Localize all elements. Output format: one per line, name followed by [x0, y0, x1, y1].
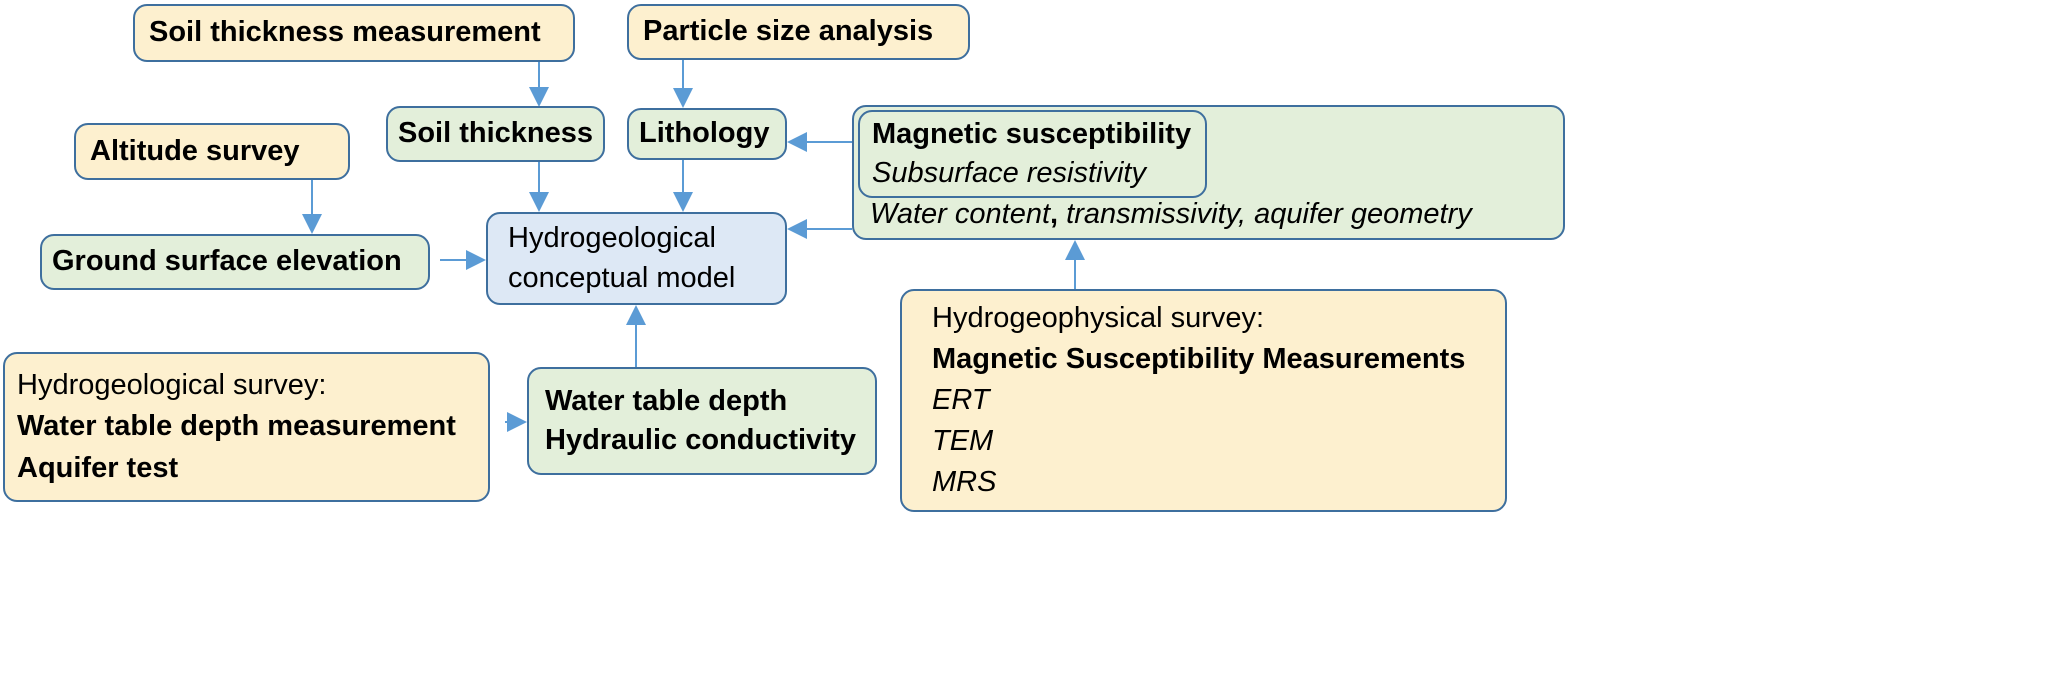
node-label: transmissivity, aquifer geometry [1058, 197, 1472, 230]
node-label: Soil thickness [398, 117, 594, 150]
node-label: Subsurface resistivity [872, 157, 1146, 189]
node-title: Hydrogeological survey: [17, 369, 327, 402]
lithology-node: Lithology [627, 108, 787, 160]
node-label: Soil thickness measurement [149, 16, 541, 49]
node-item: Magnetic Susceptibility Measurements [932, 342, 1466, 375]
node-label: Hydrogeological [508, 222, 716, 255]
node-item: TEM [932, 425, 994, 458]
node-label: Hydraulic conductivity [545, 424, 857, 456]
ground-surface-elevation-node: Ground surface elevation [40, 234, 430, 290]
node-label: Lithology [639, 117, 770, 150]
water-content-line: Water content, transmissivity, aquifer g… [870, 195, 1547, 234]
node-item: MRS [932, 466, 997, 499]
node-title: Hydrogeophysical survey: [932, 301, 1265, 334]
conceptual-model-node: Hydrogeological conceptual model [486, 212, 787, 305]
soil-thickness-measurement-node: Soil thickness measurement [133, 4, 575, 62]
node-label: Ground surface elevation [52, 245, 402, 278]
soil-thickness-node: Soil thickness [386, 106, 606, 162]
hydrogeophysical-survey-node: Hydrogeophysical survey: Magnetic Suscep… [900, 289, 1507, 512]
node-label: Water table depth [545, 384, 788, 417]
node-item: Aquifer test [17, 451, 179, 484]
water-table-node: Water table depth Hydraulic conductivity [527, 367, 877, 475]
node-item: ERT [932, 383, 990, 416]
node-label: Altitude survey [90, 134, 300, 167]
magnetic-susceptibility-node: Magnetic susceptibility Subsurface resis… [858, 110, 1208, 198]
particle-size-analysis-node: Particle size analysis [627, 4, 970, 60]
node-label: Particle size analysis [643, 15, 934, 48]
node-item: Water table depth measurement [17, 410, 456, 443]
node-label: Magnetic susceptibility [872, 117, 1192, 150]
hydrogeological-survey-node: Hydrogeological survey: Water table dept… [3, 352, 490, 502]
node-label: Water content [870, 197, 1051, 230]
separator: , [1050, 197, 1059, 230]
node-label: conceptual model [508, 261, 736, 294]
altitude-survey-node: Altitude survey [74, 123, 350, 180]
